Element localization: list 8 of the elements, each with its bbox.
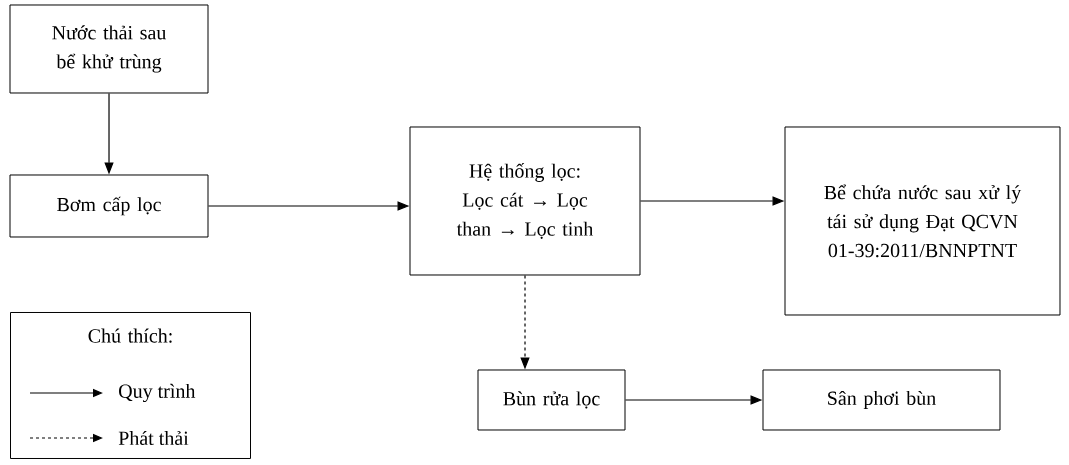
legend-label: Quy trình xyxy=(119,383,196,403)
process-box: Hệ thống lọc: Lọc cát → Lọc than → Lọc tinh xyxy=(409,126,641,276)
legend-label: Phát thải xyxy=(118,430,189,446)
process-box: Bể chứa nước sau xử lý tái sử dụng Đạt QCVN 01-39:2011/BNNPTNT xyxy=(784,126,1061,316)
process-box: Nước thải sau bể khử trùng xyxy=(9,4,209,94)
process-box: Sân phơi bùn xyxy=(762,369,1001,431)
process-box: Bơm cấp lọc xyxy=(9,174,209,238)
process-box: Bùn rửa lọc xyxy=(477,369,626,431)
